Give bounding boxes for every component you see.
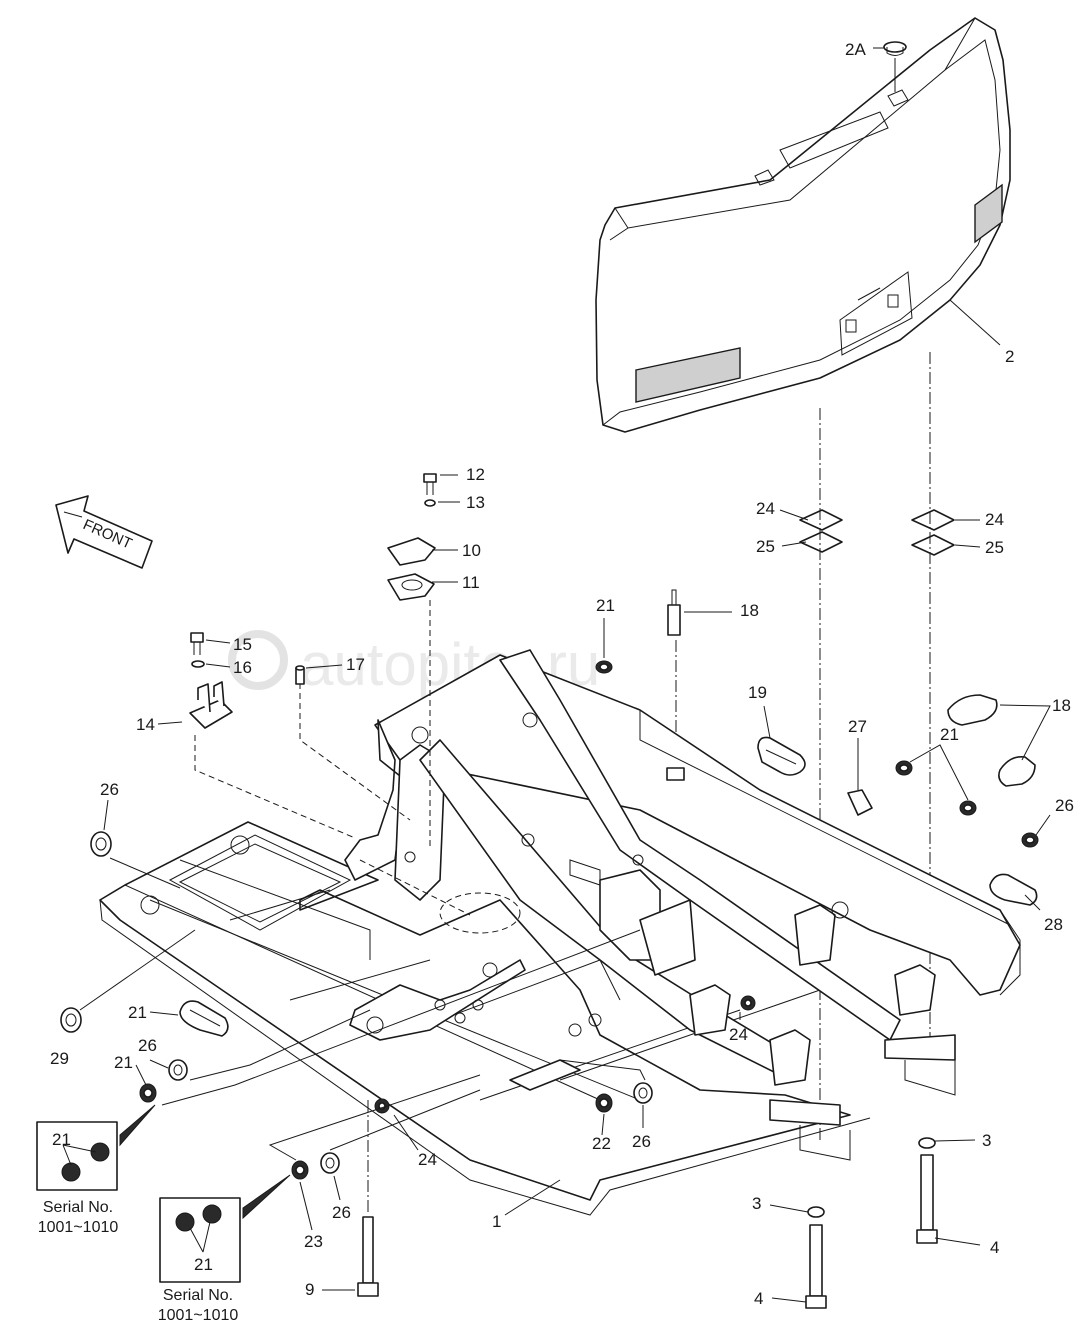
assembly-leaders — [194, 600, 471, 916]
label-13: 15 — [233, 635, 252, 654]
label-21-b: 21 — [114, 1053, 133, 1072]
part-labels: 2A 2 12 13 10 11 15 16 17 14 21 18 19 18… — [50, 40, 1074, 1308]
label-28: 28 — [1044, 915, 1063, 934]
grommet-26-d — [320, 1152, 340, 1174]
label-16: 18 — [740, 601, 759, 620]
label-22: 24 — [418, 1150, 437, 1169]
label-23: 24 — [729, 1025, 748, 1044]
label-3-left: 3 — [752, 1194, 761, 1213]
label-27: 27 — [848, 717, 867, 736]
inset-right-serial-1: Serial No. — [163, 1287, 233, 1304]
label-1: 1 — [492, 1212, 501, 1231]
front-direction-arrow: FRONT — [55, 495, 153, 569]
bolts — [357, 1137, 938, 1309]
grommet-21-right — [959, 800, 977, 816]
grommet-21-c — [595, 1093, 613, 1113]
label-11: 13 — [466, 493, 485, 512]
grommet-23 — [740, 995, 756, 1011]
pin-16 — [666, 589, 685, 781]
cover-assembly-8-11 — [387, 473, 437, 601]
label-4-left: 4 — [754, 1289, 763, 1308]
grommet-28 — [989, 873, 1038, 906]
bracket-12 — [189, 681, 233, 729]
grommet-27 — [847, 789, 873, 816]
upper-frame — [99, 649, 1021, 1216]
label-leaders — [79, 47, 1051, 1303]
grommet-26-right — [1021, 832, 1039, 848]
grommet-18-top — [757, 736, 806, 776]
label-10: 12 — [466, 465, 485, 484]
label-24-right: 24 — [985, 510, 1004, 529]
pin-15 — [295, 665, 305, 685]
label-25-left: 25 — [756, 537, 775, 556]
label-29: 29 — [50, 1049, 69, 1068]
grommet-29 — [60, 1007, 82, 1033]
label-12: 14 — [136, 715, 155, 734]
label-24-left: 24 — [756, 499, 775, 518]
grommet-19 — [595, 660, 613, 674]
inset-left-serial-2: 1001~1010 — [38, 1219, 119, 1236]
label-7: 9 — [305, 1280, 314, 1299]
grommet-26-b — [168, 1059, 188, 1081]
inset-right: 21 Serial No. 1001~1010 — [158, 1174, 291, 1324]
label-8: 10 — [462, 541, 481, 560]
label-3-right: 3 — [982, 1131, 991, 1150]
grommet-18-bottom — [179, 1000, 229, 1037]
label-18-top: 19 — [748, 683, 767, 702]
label-26-c: 26 — [632, 1132, 651, 1151]
label-14: 16 — [233, 658, 252, 677]
label-4-right: 4 — [990, 1238, 999, 1257]
label-9: 11 — [462, 573, 480, 592]
label-21-d: 23 — [304, 1232, 323, 1251]
label-25-right: 25 — [985, 538, 1004, 557]
label-15: 17 — [346, 655, 365, 674]
label-19: 21 — [596, 596, 615, 615]
grommet-26-left — [90, 831, 112, 857]
inset-right-part: 21 — [194, 1255, 213, 1274]
label-17: 18 — [1052, 696, 1071, 715]
cap-2a — [883, 41, 907, 92]
label-21-c: 22 — [592, 1134, 611, 1153]
grommet-21-d — [291, 1160, 309, 1180]
shims-24-25 — [799, 509, 955, 556]
label-26-left: 26 — [100, 780, 119, 799]
label-21-top: 21 — [940, 725, 959, 744]
label-18-bottom: 21 — [128, 1003, 147, 1022]
inset-right-serial-2: 1001~1010 — [158, 1307, 239, 1324]
grommet-21-top — [895, 760, 913, 776]
inset-left-serial-1: Serial No. — [43, 1199, 113, 1216]
label-26-right: 26 — [1055, 796, 1074, 815]
grommets — [60, 660, 1039, 1180]
label-2a: 2A — [845, 40, 866, 59]
counterweight — [595, 17, 1011, 433]
inset-left: 21 Serial No. 1001~1010 — [36, 1104, 156, 1236]
label-26-b: 26 — [138, 1036, 157, 1055]
grommet-21-b — [139, 1083, 157, 1103]
label-2: 2 — [1005, 347, 1014, 366]
grommet-17-b — [998, 755, 1036, 787]
bolt-13-washer-14 — [190, 632, 205, 668]
grommet-22 — [374, 1098, 390, 1114]
inset-left-part: 21 — [52, 1130, 71, 1149]
grommet-26-c — [633, 1082, 653, 1104]
label-26-d: 26 — [332, 1203, 351, 1222]
grommet-17-a — [947, 694, 998, 726]
